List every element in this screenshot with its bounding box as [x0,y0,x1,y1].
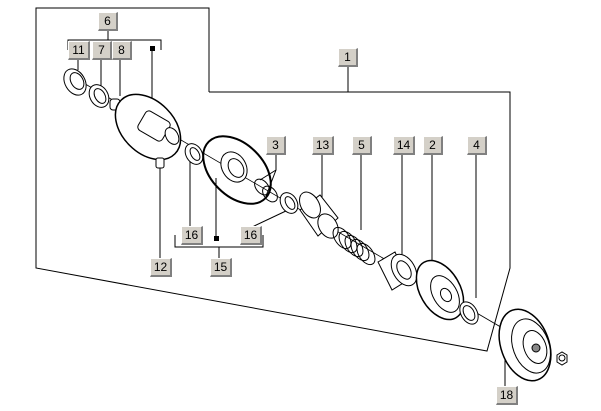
callout-2[interactable]: 2 [423,136,443,155]
callout-5[interactable]: 5 [352,136,372,155]
guide-sleeve [299,191,339,239]
spacer-14 [377,251,418,291]
callout-4[interactable]: 4 [467,136,487,155]
callout-18[interactable]: 18 [496,386,518,405]
nut-end [556,351,568,366]
grease-nipple [155,157,165,169]
callout-16-left[interactable]: 16 [181,226,203,245]
leader-lines [77,60,506,388]
callout-15[interactable]: 15 [210,258,232,277]
callout-8[interactable]: 8 [112,41,132,60]
callout-13[interactable]: 13 [312,136,334,155]
bearing-11 [63,68,87,96]
group-15-bracket [174,178,264,258]
group-6-marker [150,46,155,51]
callout-1[interactable]: 1 [338,48,358,67]
callout-16-right[interactable]: 16 [240,226,262,245]
oil-seal-16b [279,192,299,214]
assembly-outline [35,7,511,352]
callout-7[interactable]: 7 [92,41,112,60]
clutch-shoes [415,259,465,321]
callout-14[interactable]: 14 [393,136,415,155]
spring [332,226,376,266]
callout-12[interactable]: 12 [150,258,172,277]
nut-washer-4 [459,301,479,325]
o-rings [254,178,278,203]
clutch-bell-18 [498,308,552,382]
callout-3[interactable]: 3 [266,136,286,155]
fixed-half-pulley [114,93,182,161]
callout-6[interactable]: 6 [98,12,118,31]
oil-seal-16a [184,143,204,165]
group-15-marker [214,236,219,241]
bearing-7 [88,84,110,108]
callout-11[interactable]: 11 [68,41,90,60]
